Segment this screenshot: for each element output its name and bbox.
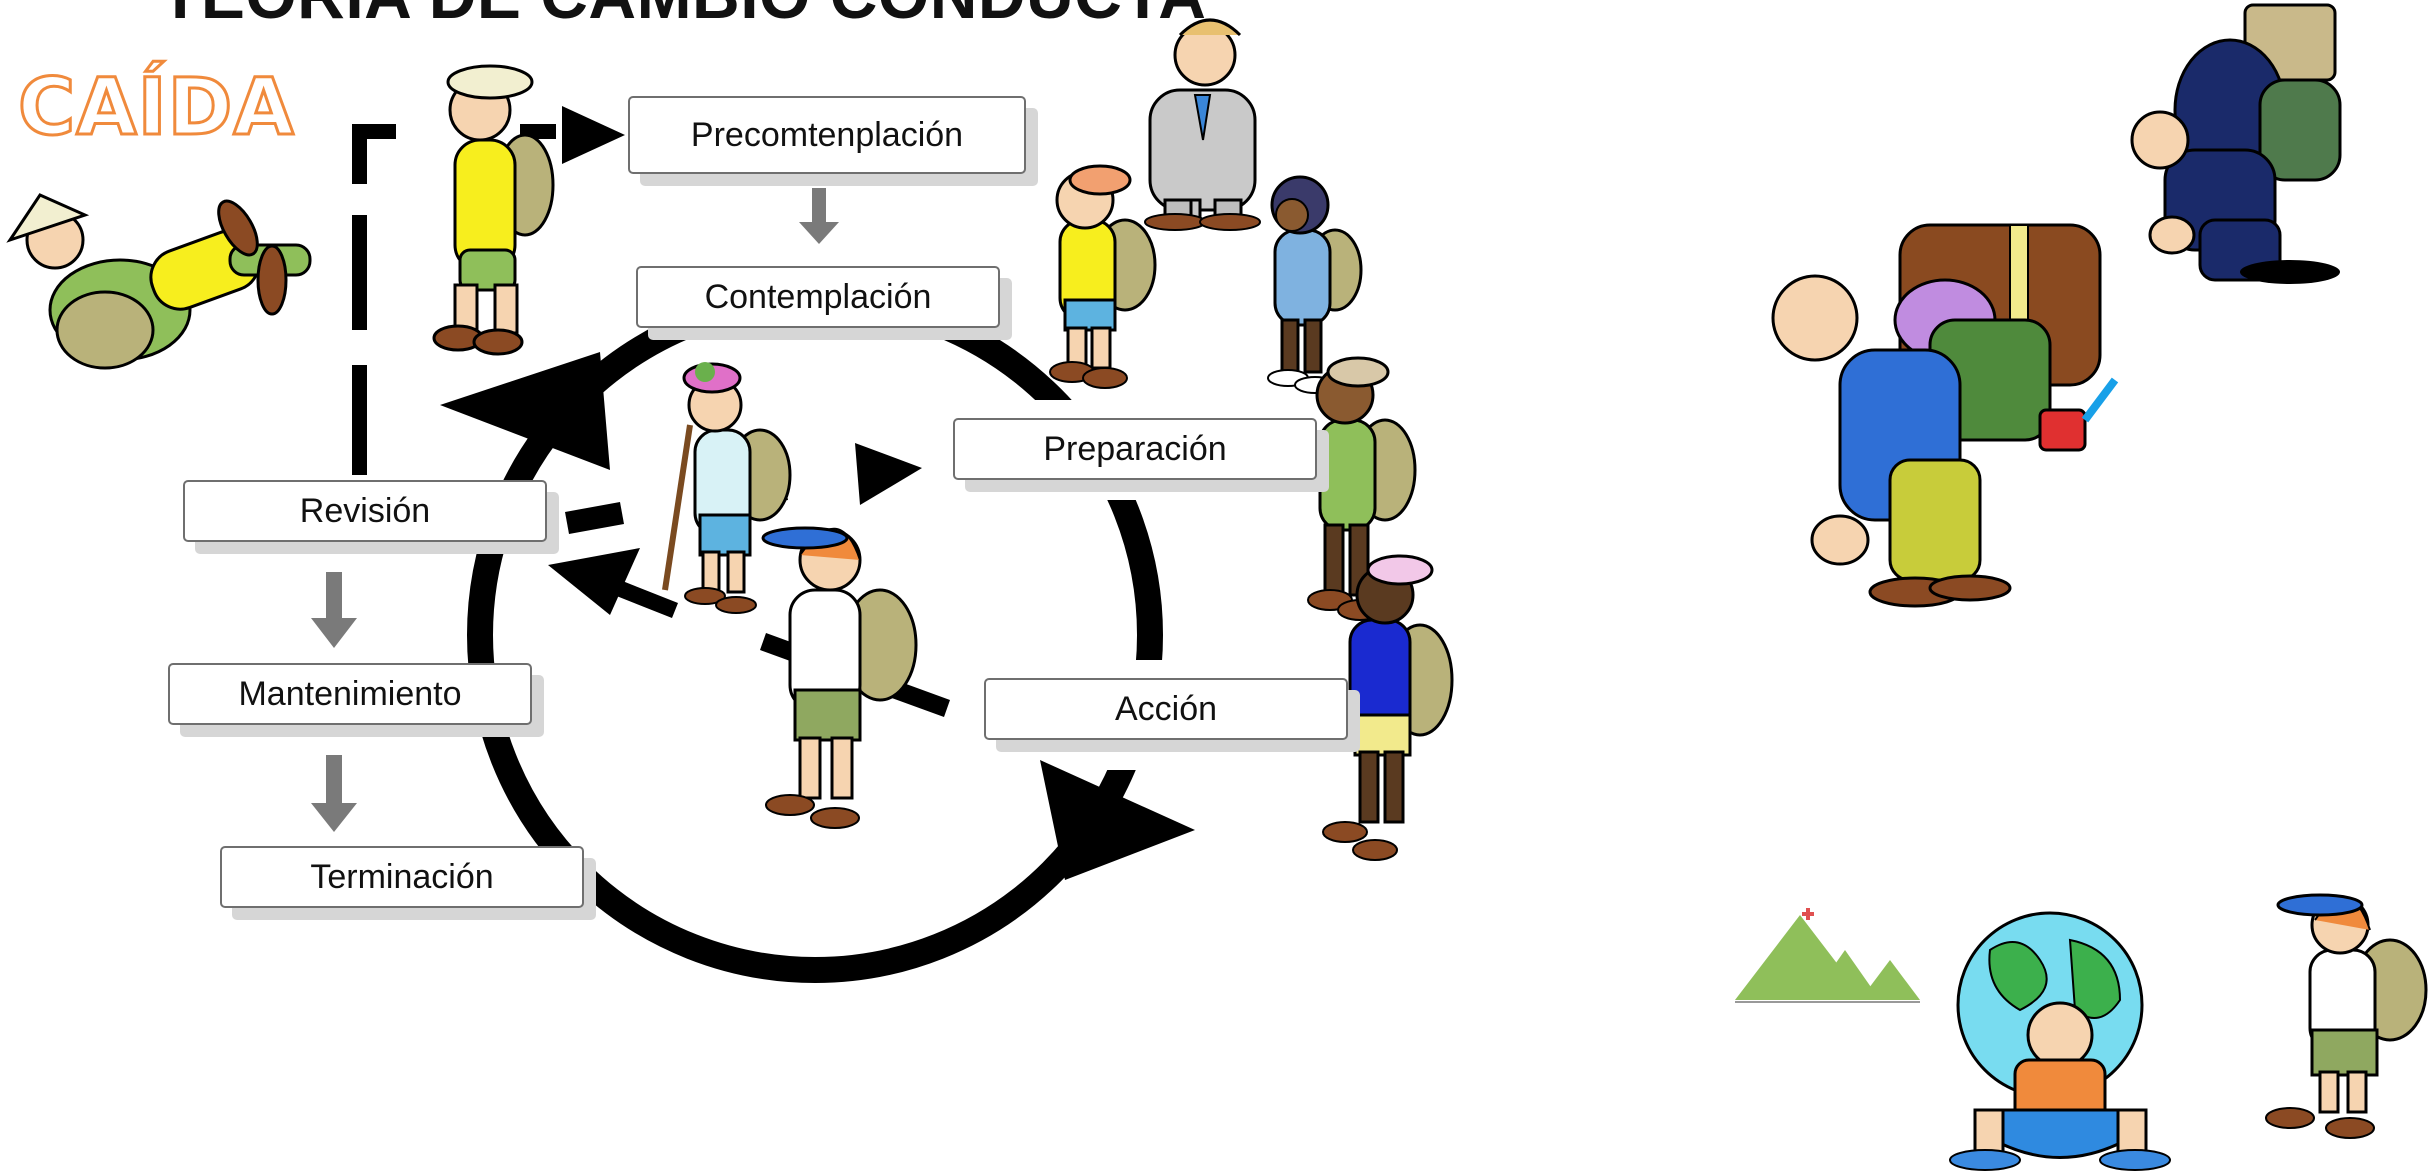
stage-action: Acción [984, 678, 1348, 740]
hiker-sunglasses [1049, 164, 1157, 389]
stage-contemplation: Contemplación [636, 266, 1000, 328]
stooped-backpacker [2130, 3, 2342, 284]
hiker-walking-stick [662, 362, 792, 614]
heavy-backpack-man [1771, 223, 2119, 608]
mountains [1735, 908, 1920, 1003]
relapse-dashed-arrow [352, 106, 625, 475]
hiker-fallen [6, 193, 312, 370]
arrow-precon-to-contemplation [799, 188, 839, 244]
hiker-yellow-shirt [432, 64, 555, 356]
stage-maintenance: Mantenimiento [168, 663, 532, 725]
hiker-blue-shirt [1322, 554, 1454, 861]
cycle-arrowhead-top [440, 352, 610, 470]
cycle-arrowhead-bottom [1040, 760, 1195, 880]
hiker-blue-hood [1267, 175, 1363, 394]
stage-precontemplation: Precomtenplación [628, 96, 1026, 174]
hiker-visor-right [2265, 893, 2428, 1139]
stage-review: Revisión [183, 480, 547, 542]
arrow-maintenance-to-termination [311, 755, 357, 832]
businessman [1144, 18, 1261, 231]
stage-termination: Terminación [220, 846, 584, 908]
fall-label: CAÍDA [17, 63, 296, 153]
boy-carrying-globe [1949, 911, 2171, 1171]
hiker-blue-visor [761, 526, 918, 829]
stage-preparation: Preparación [953, 418, 1317, 480]
diagram-title: TEORÍA DE CAMBIO CONDUCTA [160, 0, 1206, 28]
arrow-review-to-maintenance [311, 572, 357, 648]
